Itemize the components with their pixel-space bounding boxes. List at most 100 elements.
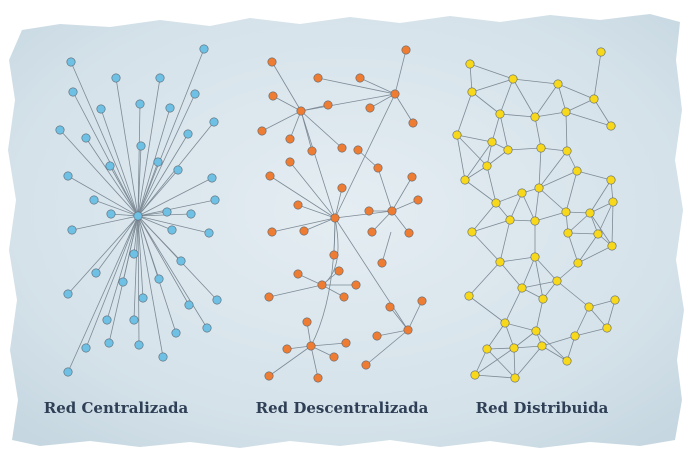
centralized-edge [137, 215, 164, 358]
distributed-edge [499, 261, 523, 289]
centralized-edge [137, 199, 216, 217]
decentralized-node [267, 227, 277, 237]
decentralized-edge [381, 231, 392, 264]
distributed-node [553, 79, 563, 89]
decentralized-node [329, 250, 339, 260]
decentralized-node [351, 280, 361, 290]
distributed-edge [589, 212, 613, 247]
distributed-edge [534, 111, 567, 118]
decentralized-edge [300, 110, 336, 219]
decentralized-node [282, 344, 292, 354]
distributed-edge [469, 63, 514, 80]
decentralized-node [267, 57, 277, 67]
centralized-edge [133, 215, 139, 321]
centralized-node [135, 99, 145, 109]
decentralized-node [355, 73, 365, 83]
decentralized-node [413, 195, 423, 205]
distributed-edge [499, 78, 514, 115]
decentralized-node [313, 73, 323, 83]
centralized-edge [93, 199, 139, 217]
decentralized-edge [310, 345, 319, 379]
distributed-edge [486, 348, 516, 379]
decentralized-node [377, 258, 387, 268]
distributed-edge [521, 280, 558, 289]
centralized-edge [137, 145, 142, 217]
distributed-edge [557, 83, 595, 100]
distributed-edge [491, 113, 501, 143]
distributed-node [608, 197, 618, 207]
centralized-node [158, 352, 168, 362]
decentralized-node [353, 145, 363, 155]
decentralized-node [341, 338, 351, 348]
centralized-node [176, 256, 186, 266]
centralized-edge [137, 177, 213, 217]
decentralized-node [334, 266, 344, 276]
distributed-node [561, 107, 571, 117]
distributed-edge [469, 63, 473, 93]
centralized-edge [67, 215, 139, 295]
distributed-node [562, 356, 572, 366]
centralized-edge [137, 103, 141, 217]
distributed-node [562, 146, 572, 156]
centralized-edge [59, 129, 139, 217]
centralized-node [153, 157, 163, 167]
decentralized-edge [391, 199, 419, 212]
distributed-edge [513, 345, 543, 349]
centralized-edge [85, 215, 139, 349]
distributed-edge [556, 280, 590, 308]
centralized-node [154, 274, 164, 284]
distributed-edge [474, 374, 516, 379]
centralized-node [167, 225, 177, 235]
decentralized-node [339, 292, 349, 302]
centralized-node [129, 315, 139, 325]
distributed-node [500, 318, 510, 328]
distributed-node [602, 323, 612, 333]
decentralized-edge [407, 300, 423, 331]
centralized-node [207, 173, 217, 183]
distributed-edge [456, 134, 488, 167]
centralized-node [165, 103, 175, 113]
distributed-edge [468, 295, 506, 324]
centralized-node [173, 165, 183, 175]
distributed-node [530, 112, 540, 122]
distributed-edge [471, 91, 501, 115]
distributed-edge [534, 211, 567, 222]
decentralized-node [408, 118, 418, 128]
centralized-node [66, 57, 76, 67]
centralized-node [102, 315, 112, 325]
distributed-edge [557, 83, 567, 113]
distributed-edge [593, 51, 602, 100]
decentralized-node [265, 171, 275, 181]
distributed-edge [565, 170, 578, 213]
distributed-edge [589, 179, 612, 214]
distributed-edge [468, 261, 501, 297]
distributed-edge [512, 78, 559, 85]
distributed-edge [538, 150, 568, 189]
distributed-edge [574, 306, 590, 337]
decentralized-edge [334, 210, 393, 219]
decentralized-node [307, 146, 317, 156]
centralized-node [81, 343, 91, 353]
distributed-node [606, 175, 616, 185]
distributed-edge [514, 345, 543, 379]
decentralized-node [373, 163, 383, 173]
distributed-edge [534, 187, 540, 222]
distributed-edge [521, 256, 536, 289]
centralized-edge [137, 161, 159, 217]
distributed-edge [538, 170, 578, 189]
distributed-edge [541, 345, 568, 362]
paper-wash-background [8, 14, 684, 448]
decentralized-edge [300, 110, 343, 149]
centralized-edge [85, 137, 139, 217]
decentralized-hub-node [330, 213, 340, 223]
centralized-edge [137, 215, 190, 306]
distributed-edge [474, 347, 515, 376]
distributed-node [537, 341, 547, 351]
decentralized-node [285, 134, 295, 144]
decentralized-edge [333, 217, 336, 256]
distributed-edge [499, 256, 536, 263]
centralized-node [55, 125, 65, 135]
centralized-node [63, 289, 73, 299]
distributed-node [465, 59, 475, 69]
